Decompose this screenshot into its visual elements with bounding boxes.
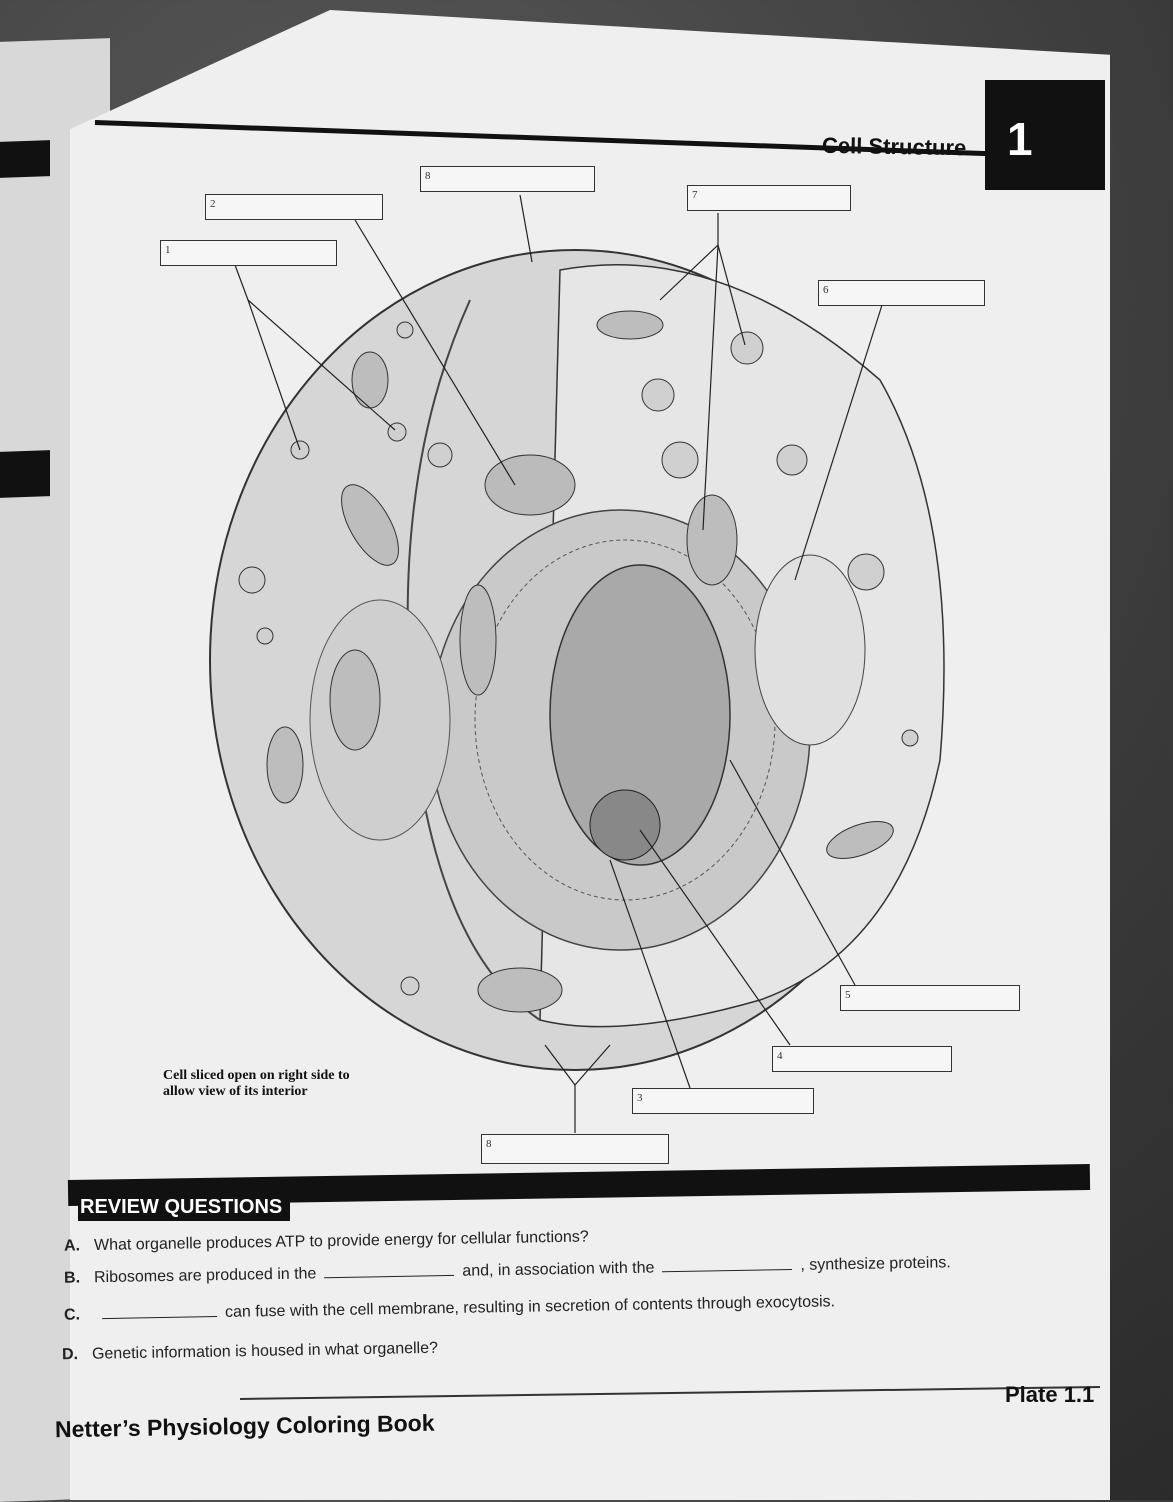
label-box-8-top[interactable]: 8 <box>420 166 595 192</box>
question-letter: B. <box>63 1269 81 1287</box>
answer-blank[interactable] <box>102 1316 218 1320</box>
diagram-caption: Cell sliced open on right side to allow … <box>163 1068 350 1099</box>
question-letter: A. <box>63 1237 81 1255</box>
golgi <box>484 454 576 516</box>
vesicles <box>238 321 919 996</box>
label-box-5[interactable]: 5 <box>840 985 1020 1011</box>
question-text: Ribosomes are produced in the <box>93 1265 317 1287</box>
nucleus <box>549 564 731 866</box>
label-box-2[interactable]: 2 <box>205 194 383 220</box>
smooth-er <box>309 599 451 841</box>
question-text: , synthesize proteins. <box>800 1254 951 1274</box>
nucleolus <box>589 789 661 861</box>
question-text: and, in association with the <box>462 1259 655 1280</box>
question-letter: C. <box>63 1306 81 1324</box>
mitochondria <box>266 310 894 1013</box>
label-box-8-bottom[interactable]: 8 <box>481 1134 669 1164</box>
plate-number: Plate 1.1 <box>1005 1382 1095 1407</box>
review-title: REVIEW QUESTIONS <box>78 1196 291 1221</box>
label-box-4[interactable]: 4 <box>772 1046 952 1072</box>
question-letter: D. <box>61 1346 79 1364</box>
label-box-7[interactable]: 7 <box>687 185 851 211</box>
smooth-er-right <box>754 554 866 746</box>
answer-blank[interactable] <box>662 1269 793 1273</box>
label-box-6[interactable]: 6 <box>818 280 985 306</box>
leader-lines <box>234 194 883 1133</box>
answer-blank[interactable] <box>324 1274 455 1279</box>
chapter-tab: 1 <box>985 80 1105 190</box>
label-box-1[interactable]: 1 <box>160 240 337 266</box>
label-box-3[interactable]: 3 <box>632 1088 814 1114</box>
